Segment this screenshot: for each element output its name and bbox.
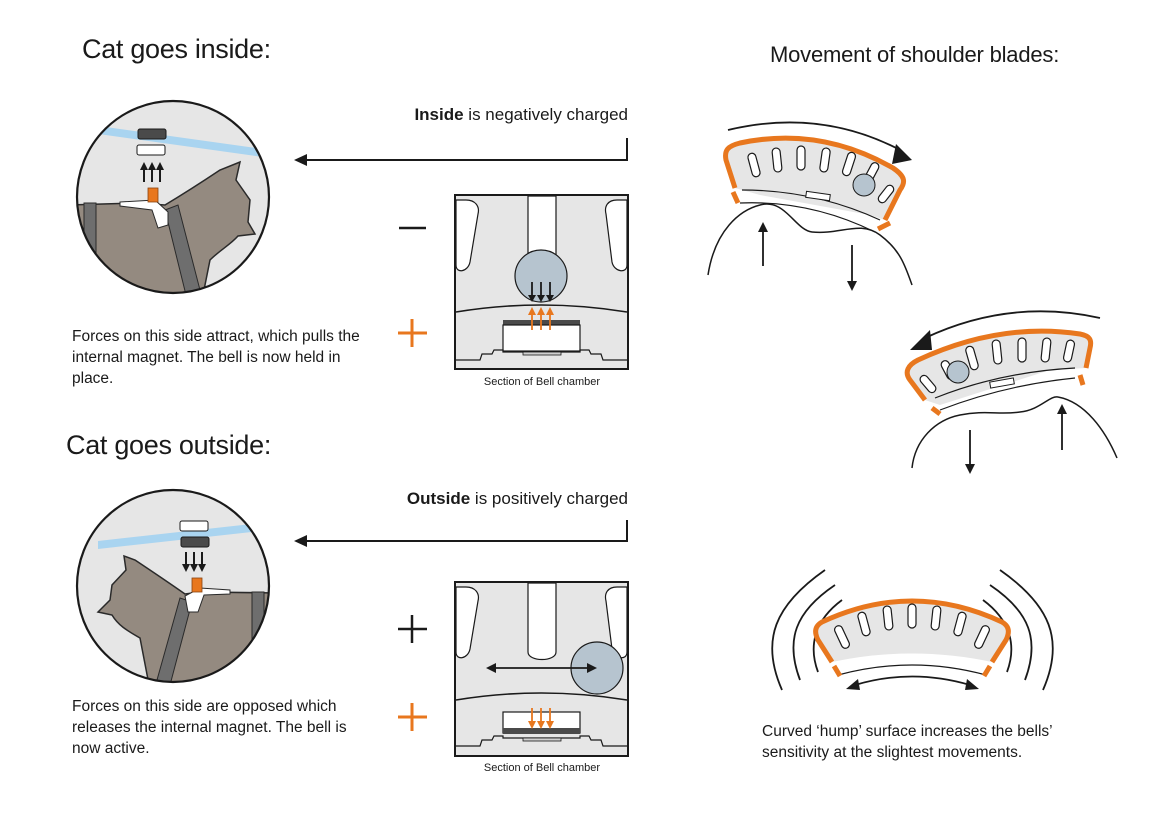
motion-arrow-right	[727, 121, 901, 151]
inside-charge-text: is negatively charged	[463, 105, 628, 124]
repel-arrows-down	[182, 552, 206, 572]
collar-tag	[147, 187, 159, 203]
outside-chamber-caption: Section of Bell chamber	[483, 762, 601, 774]
harness-clip	[184, 587, 231, 613]
magnet-arrows-up	[528, 307, 554, 330]
inside-plus-sign	[398, 319, 427, 347]
orange-shell	[723, 135, 907, 222]
light-beam	[98, 522, 269, 549]
magnet-dark	[503, 728, 580, 734]
bell-ball	[946, 360, 970, 384]
outside-plus-sign-bottom	[398, 703, 427, 731]
outside-charge-label: Outside is positively charged	[407, 489, 628, 509]
collar-tag	[191, 577, 203, 593]
light-beam	[77, 122, 269, 158]
inside-charge-bold: Inside	[414, 105, 464, 124]
movement-description: Curved ‘hump’ surface increases the bell…	[762, 723, 1053, 761]
bell-housing	[725, 138, 904, 220]
ball-movement-arrow	[486, 663, 597, 673]
magnet-arrows-down	[528, 708, 554, 729]
magnet-light	[179, 520, 209, 532]
cat-back-outline	[707, 203, 913, 286]
magnet-light	[136, 144, 166, 156]
double-headed-curve-arrow	[846, 675, 979, 690]
cat-back-outline	[911, 396, 1118, 469]
outside-leader-arrow	[294, 520, 628, 547]
magnet-dark	[180, 536, 210, 548]
outside-charge-bold: Outside	[406, 489, 471, 508]
inside-leader-arrow	[294, 138, 628, 166]
inside-description: Forces on this side attract, which pulls…	[72, 328, 360, 387]
inside-heading: Cat goes inside:	[82, 34, 271, 64]
movement-heading: Movement of shoulder blades:	[770, 42, 1060, 67]
inside-chamber-caption: Section of Bell chamber	[483, 376, 601, 388]
outside-heading: Cat goes outside:	[66, 430, 272, 460]
magnet-dark	[137, 128, 167, 140]
ball-arrows-down	[528, 282, 554, 302]
outside-charge-text: is positively charged	[470, 489, 628, 508]
vertical-arrows	[965, 404, 1067, 474]
inside-charge-label: Inside is negatively charged	[414, 105, 628, 125]
orange-shell	[813, 598, 1011, 664]
bell-ball	[852, 173, 876, 197]
orange-shell	[904, 328, 1094, 402]
attract-arrows-up	[140, 162, 164, 182]
cat-body	[77, 160, 257, 293]
outside-description: Forces on this side are opposed which re…	[72, 698, 347, 757]
outside-plus-sign-top	[398, 615, 427, 643]
motion-arrow-left	[924, 310, 1101, 339]
cat-body	[96, 554, 269, 682]
vertical-arrows	[758, 222, 857, 291]
